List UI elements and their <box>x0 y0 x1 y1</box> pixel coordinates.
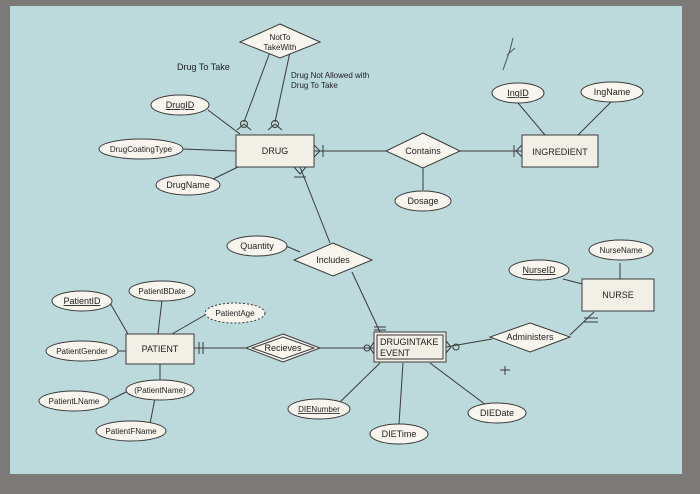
entity-label: PATIENT <box>142 344 179 354</box>
annotation-drug-to-take: Drug To Take <box>177 62 230 72</box>
attribute-patient-name[interactable]: (PatientName) <box>125 379 195 401</box>
attribute-label: IngName <box>594 87 631 97</box>
entity-label: DRUGINTAKE <box>380 337 438 347</box>
attribute-nurse-id[interactable]: NurseID <box>508 259 570 281</box>
attribute-die-time[interactable]: DIETime <box>369 423 429 445</box>
entity-drug[interactable]: DRUG <box>235 134 315 168</box>
relationship-not-to-take-with[interactable]: NotTo TakeWith <box>238 23 322 59</box>
attribute-die-number[interactable]: DIENumber <box>287 398 351 420</box>
attribute-dosage[interactable]: Dosage <box>394 190 452 212</box>
pen-mark <box>502 37 516 71</box>
entity-drugintake-event[interactable]: DRUGINTAKE EVENT <box>373 331 447 363</box>
entity-label: NURSE <box>602 290 634 300</box>
attribute-label: PatientGender <box>56 347 108 356</box>
relationship-label: Includes <box>316 255 350 265</box>
attribute-patient-id[interactable]: PatientID <box>51 290 113 312</box>
entity-label: INGREDIENT <box>532 147 588 157</box>
annotation-drug-not-allowed: Drug Not Allowed with <box>291 71 369 80</box>
attribute-label: NurseID <box>522 265 556 275</box>
attribute-label: DIEDate <box>480 408 514 418</box>
attribute-nurse-name[interactable]: NurseName <box>588 239 654 261</box>
attribute-label: DIETime <box>382 429 417 439</box>
attribute-label: DIENumber <box>298 405 340 414</box>
relationship-label: Recieves <box>264 343 302 353</box>
attribute-label: PatientBDate <box>138 287 186 296</box>
attribute-label: PatientFName <box>105 427 157 436</box>
relationship-label: TakeWith <box>264 43 297 52</box>
attribute-label: Quantity <box>240 241 274 251</box>
attribute-label: DrugID <box>166 100 195 110</box>
relationship-label: Administers <box>506 332 554 342</box>
relationship-recieves[interactable]: Recieves <box>244 333 322 363</box>
relationship-label: NotTo <box>270 33 291 42</box>
attribute-drug-name[interactable]: DrugName <box>155 174 221 196</box>
cardinality-marks <box>198 120 598 375</box>
attribute-ing-id[interactable]: IngID <box>491 82 545 104</box>
attribute-drug-id[interactable]: DrugID <box>150 94 210 116</box>
entity-label: DRUG <box>262 146 289 156</box>
annotation-drug-not-allowed: Drug To Take <box>291 81 338 90</box>
attribute-quantity[interactable]: Quantity <box>226 235 288 257</box>
attribute-ing-name[interactable]: IngName <box>580 81 644 103</box>
attribute-label: PatientLName <box>49 397 100 406</box>
attribute-drug-coating-type[interactable]: DrugCoatingType <box>98 138 184 160</box>
attribute-die-date[interactable]: DIEDate <box>467 402 527 424</box>
connector-lines <box>109 51 621 425</box>
entity-patient[interactable]: PATIENT <box>125 333 195 365</box>
relationship-label: Contains <box>405 146 441 156</box>
attribute-label: PatientID <box>63 296 101 306</box>
attribute-label: Dosage <box>407 196 438 206</box>
attribute-label: NurseName <box>600 246 643 255</box>
attribute-patient-lname[interactable]: PatientLName <box>38 390 110 412</box>
entity-ingredient[interactable]: INGREDIENT <box>521 134 599 168</box>
relationship-administers[interactable]: Administers <box>488 322 572 353</box>
attribute-label: IngID <box>507 88 529 98</box>
attribute-patient-fname[interactable]: PatientFName <box>95 420 167 442</box>
attribute-patient-gender[interactable]: PatientGender <box>45 340 119 362</box>
attribute-label: DrugCoatingType <box>110 145 173 154</box>
attribute-label: DrugName <box>166 180 210 190</box>
relationship-includes[interactable]: Includes <box>292 242 374 277</box>
relationship-contains[interactable]: Contains <box>384 132 462 169</box>
entity-label: EVENT <box>380 348 411 358</box>
attribute-patient-bdate[interactable]: PatientBDate <box>128 280 196 302</box>
attribute-patient-age[interactable]: PatientAge <box>204 302 266 324</box>
attribute-label: (PatientName) <box>134 386 186 395</box>
attribute-label: PatientAge <box>215 309 255 318</box>
entity-nurse[interactable]: NURSE <box>581 278 655 312</box>
